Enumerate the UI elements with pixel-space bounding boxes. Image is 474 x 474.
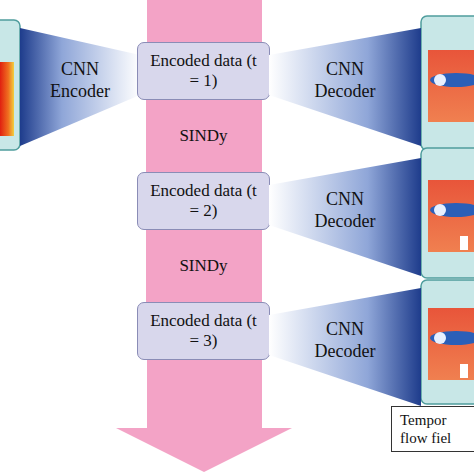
panel-frame [421, 280, 474, 404]
decoder-trapezoid: CNN Decoder [269, 288, 421, 406]
trapezoid-fill [20, 28, 140, 146]
latent-box: Encoded data (t = 3) [137, 302, 270, 360]
wake-streak [430, 203, 474, 217]
panel-frame [421, 16, 474, 150]
latent-label: Encoded data (t = 1) [149, 51, 259, 92]
trapezoid-fill [269, 28, 421, 146]
decoder-trapezoid: CNN Decoder [269, 28, 421, 146]
decoder-trapezoid: CNN Decoder [269, 158, 421, 276]
panel-frame [421, 148, 474, 278]
time-step-band [146, 230, 261, 302]
latent-box: Encoded data (t = 1) [137, 42, 270, 100]
note-text: Tempor flow fiel [400, 411, 462, 447]
output-panel [421, 148, 474, 278]
network-label: CNN Decoder [305, 319, 385, 362]
trapezoid-fill [269, 288, 421, 406]
trapezoid-fill [269, 158, 421, 276]
step-label: SINDy [179, 126, 227, 146]
cylinder [434, 204, 446, 216]
cylinder [434, 74, 446, 86]
wake-streak [430, 73, 474, 87]
step-label: SINDy [179, 256, 227, 276]
latent-label: Encoded data (t = 3) [149, 311, 259, 352]
output-note: Tempor flow fiel [391, 406, 474, 452]
mask-block [460, 364, 468, 378]
latent-label: Encoded data (t = 2) [149, 181, 259, 222]
encoder-trapezoid: CNN Encoder [20, 28, 140, 146]
time-step-band [146, 100, 261, 172]
network-label: CNN Decoder [305, 189, 385, 232]
wake-streak [430, 331, 474, 345]
mask-block [460, 236, 468, 250]
input-panel [0, 20, 20, 150]
network-label: CNN Decoder [305, 59, 385, 102]
network-label: CNN Encoder [40, 59, 120, 102]
output-panel [421, 16, 474, 150]
cylinder [434, 332, 446, 344]
time-arrow [116, 0, 292, 472]
output-panel [421, 280, 474, 404]
input-field [0, 62, 14, 136]
latent-box: Encoded data (t = 2) [137, 172, 270, 230]
